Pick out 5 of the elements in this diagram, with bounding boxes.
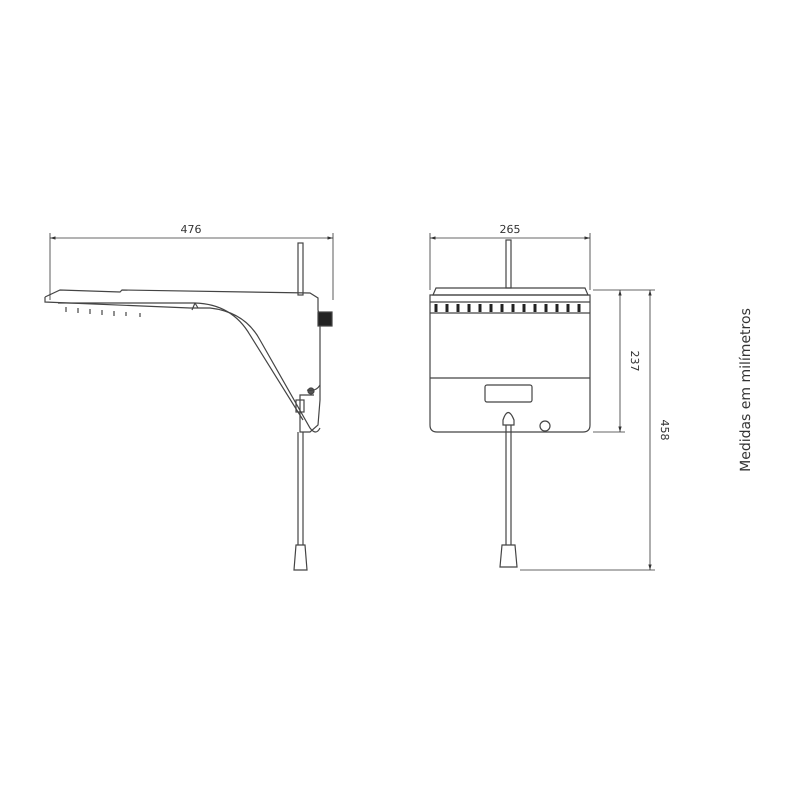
- dimension-label: 476: [180, 223, 202, 236]
- dimension-label: 458: [658, 420, 671, 440]
- dimension-label: 265: [500, 223, 520, 236]
- dimension-label: 237: [628, 350, 641, 372]
- units-note: Medidas em milímetros: [738, 308, 754, 472]
